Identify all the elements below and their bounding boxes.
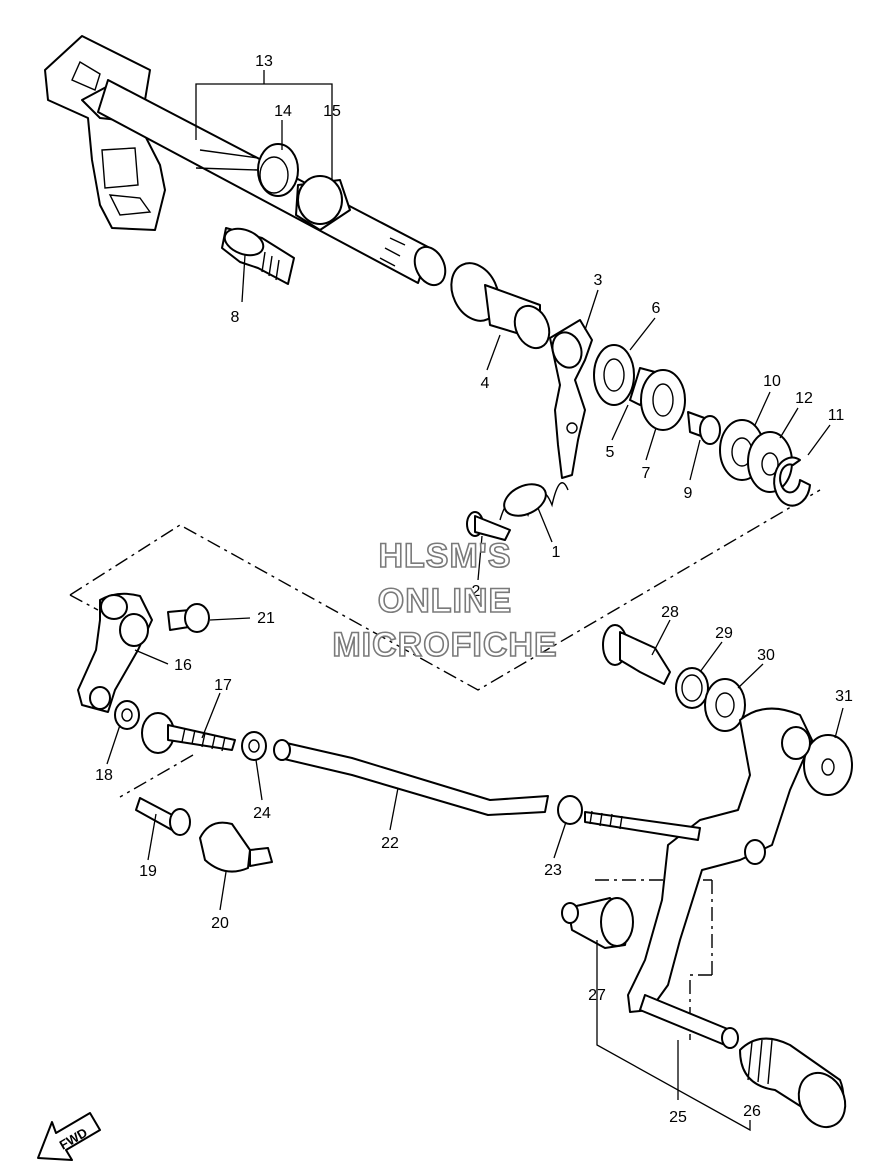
shaft-spring-part: [195, 143, 299, 197]
part-number-labels: 1 2 3 4 5 6 7 8 9 10 11 12 13 14 15 16 1…: [95, 53, 853, 1126]
callout-6: 6: [652, 300, 661, 317]
washer-7-part: [640, 369, 686, 431]
callout-2: 2: [472, 583, 481, 600]
washer-6-part: [593, 344, 635, 406]
callout-10: 10: [763, 373, 781, 390]
link-arm-16-part: [77, 592, 153, 713]
bolt-21-part: [167, 603, 210, 633]
callout-21: 21: [257, 610, 275, 627]
callout-19: 19: [139, 863, 157, 880]
watermark-line-1: HLSM'S: [378, 537, 511, 575]
shaft-collar-part: [295, 175, 351, 231]
cap-20-part: [199, 821, 273, 873]
callout-23: 23: [544, 862, 562, 879]
watermark-line-2: ONLINE: [378, 582, 512, 620]
washer-18-part: [114, 700, 140, 730]
callout-20: 20: [211, 915, 229, 932]
nut-23-part: [557, 795, 583, 825]
callout-18: 18: [95, 767, 113, 784]
washer-31-part: [803, 734, 853, 796]
rod-end-17-part: [141, 712, 236, 754]
callout-27: 27: [588, 987, 606, 1004]
callout-11: 11: [828, 407, 845, 424]
callout-7: 7: [642, 465, 651, 482]
callout-9: 9: [684, 485, 693, 502]
callout-31: 31: [835, 688, 853, 705]
collar-27-part: [561, 897, 634, 949]
callout-1: 1: [552, 544, 561, 561]
callout-3: 3: [594, 272, 603, 289]
callout-17: 17: [214, 677, 232, 694]
callout-12: 12: [795, 390, 813, 407]
callout-30: 30: [757, 647, 775, 664]
bolt-28-part: [602, 624, 671, 685]
callout-25: 25: [669, 1109, 687, 1126]
oring-29-part: [675, 667, 709, 709]
forward-arrow-icon: FWD: [37, 1112, 101, 1161]
callout-24: 24: [253, 805, 271, 822]
nut-24-part: [241, 731, 267, 761]
assembly-outline: [69, 489, 821, 1040]
washer-30-part: [704, 678, 746, 732]
shift-rod-22-part: [273, 739, 549, 816]
pin-2-part: [466, 511, 511, 541]
watermark: HLSM'S ONLINE MICROFICHE: [332, 536, 558, 665]
callout-5: 5: [606, 444, 615, 461]
circlip-11-part: [773, 456, 811, 507]
bearing-9-part: [687, 411, 721, 445]
callout-15: 15: [323, 103, 341, 120]
callout-28: 28: [661, 604, 679, 621]
callout-8: 8: [231, 309, 240, 326]
callout-4: 4: [481, 375, 490, 392]
callout-13: 13: [255, 53, 273, 70]
watermark-line-3: MICROFICHE: [332, 626, 557, 664]
footpeg-rubber-26-part: [739, 1037, 847, 1129]
bolt-19-part: [135, 797, 191, 836]
callout-14: 14: [274, 103, 292, 120]
bolt-8-part: [221, 227, 295, 285]
callout-26: 26: [743, 1103, 761, 1120]
callout-16: 16: [174, 657, 192, 674]
shift-lever-3-part: [549, 319, 593, 479]
return-spring-1-part: [499, 482, 569, 521]
callout-22: 22: [381, 835, 399, 852]
shift-pedal-25-part: [584, 707, 813, 1049]
callout-29: 29: [715, 625, 733, 642]
leader-lines: [106, 70, 844, 1132]
bushing-4-part: [450, 262, 551, 350]
